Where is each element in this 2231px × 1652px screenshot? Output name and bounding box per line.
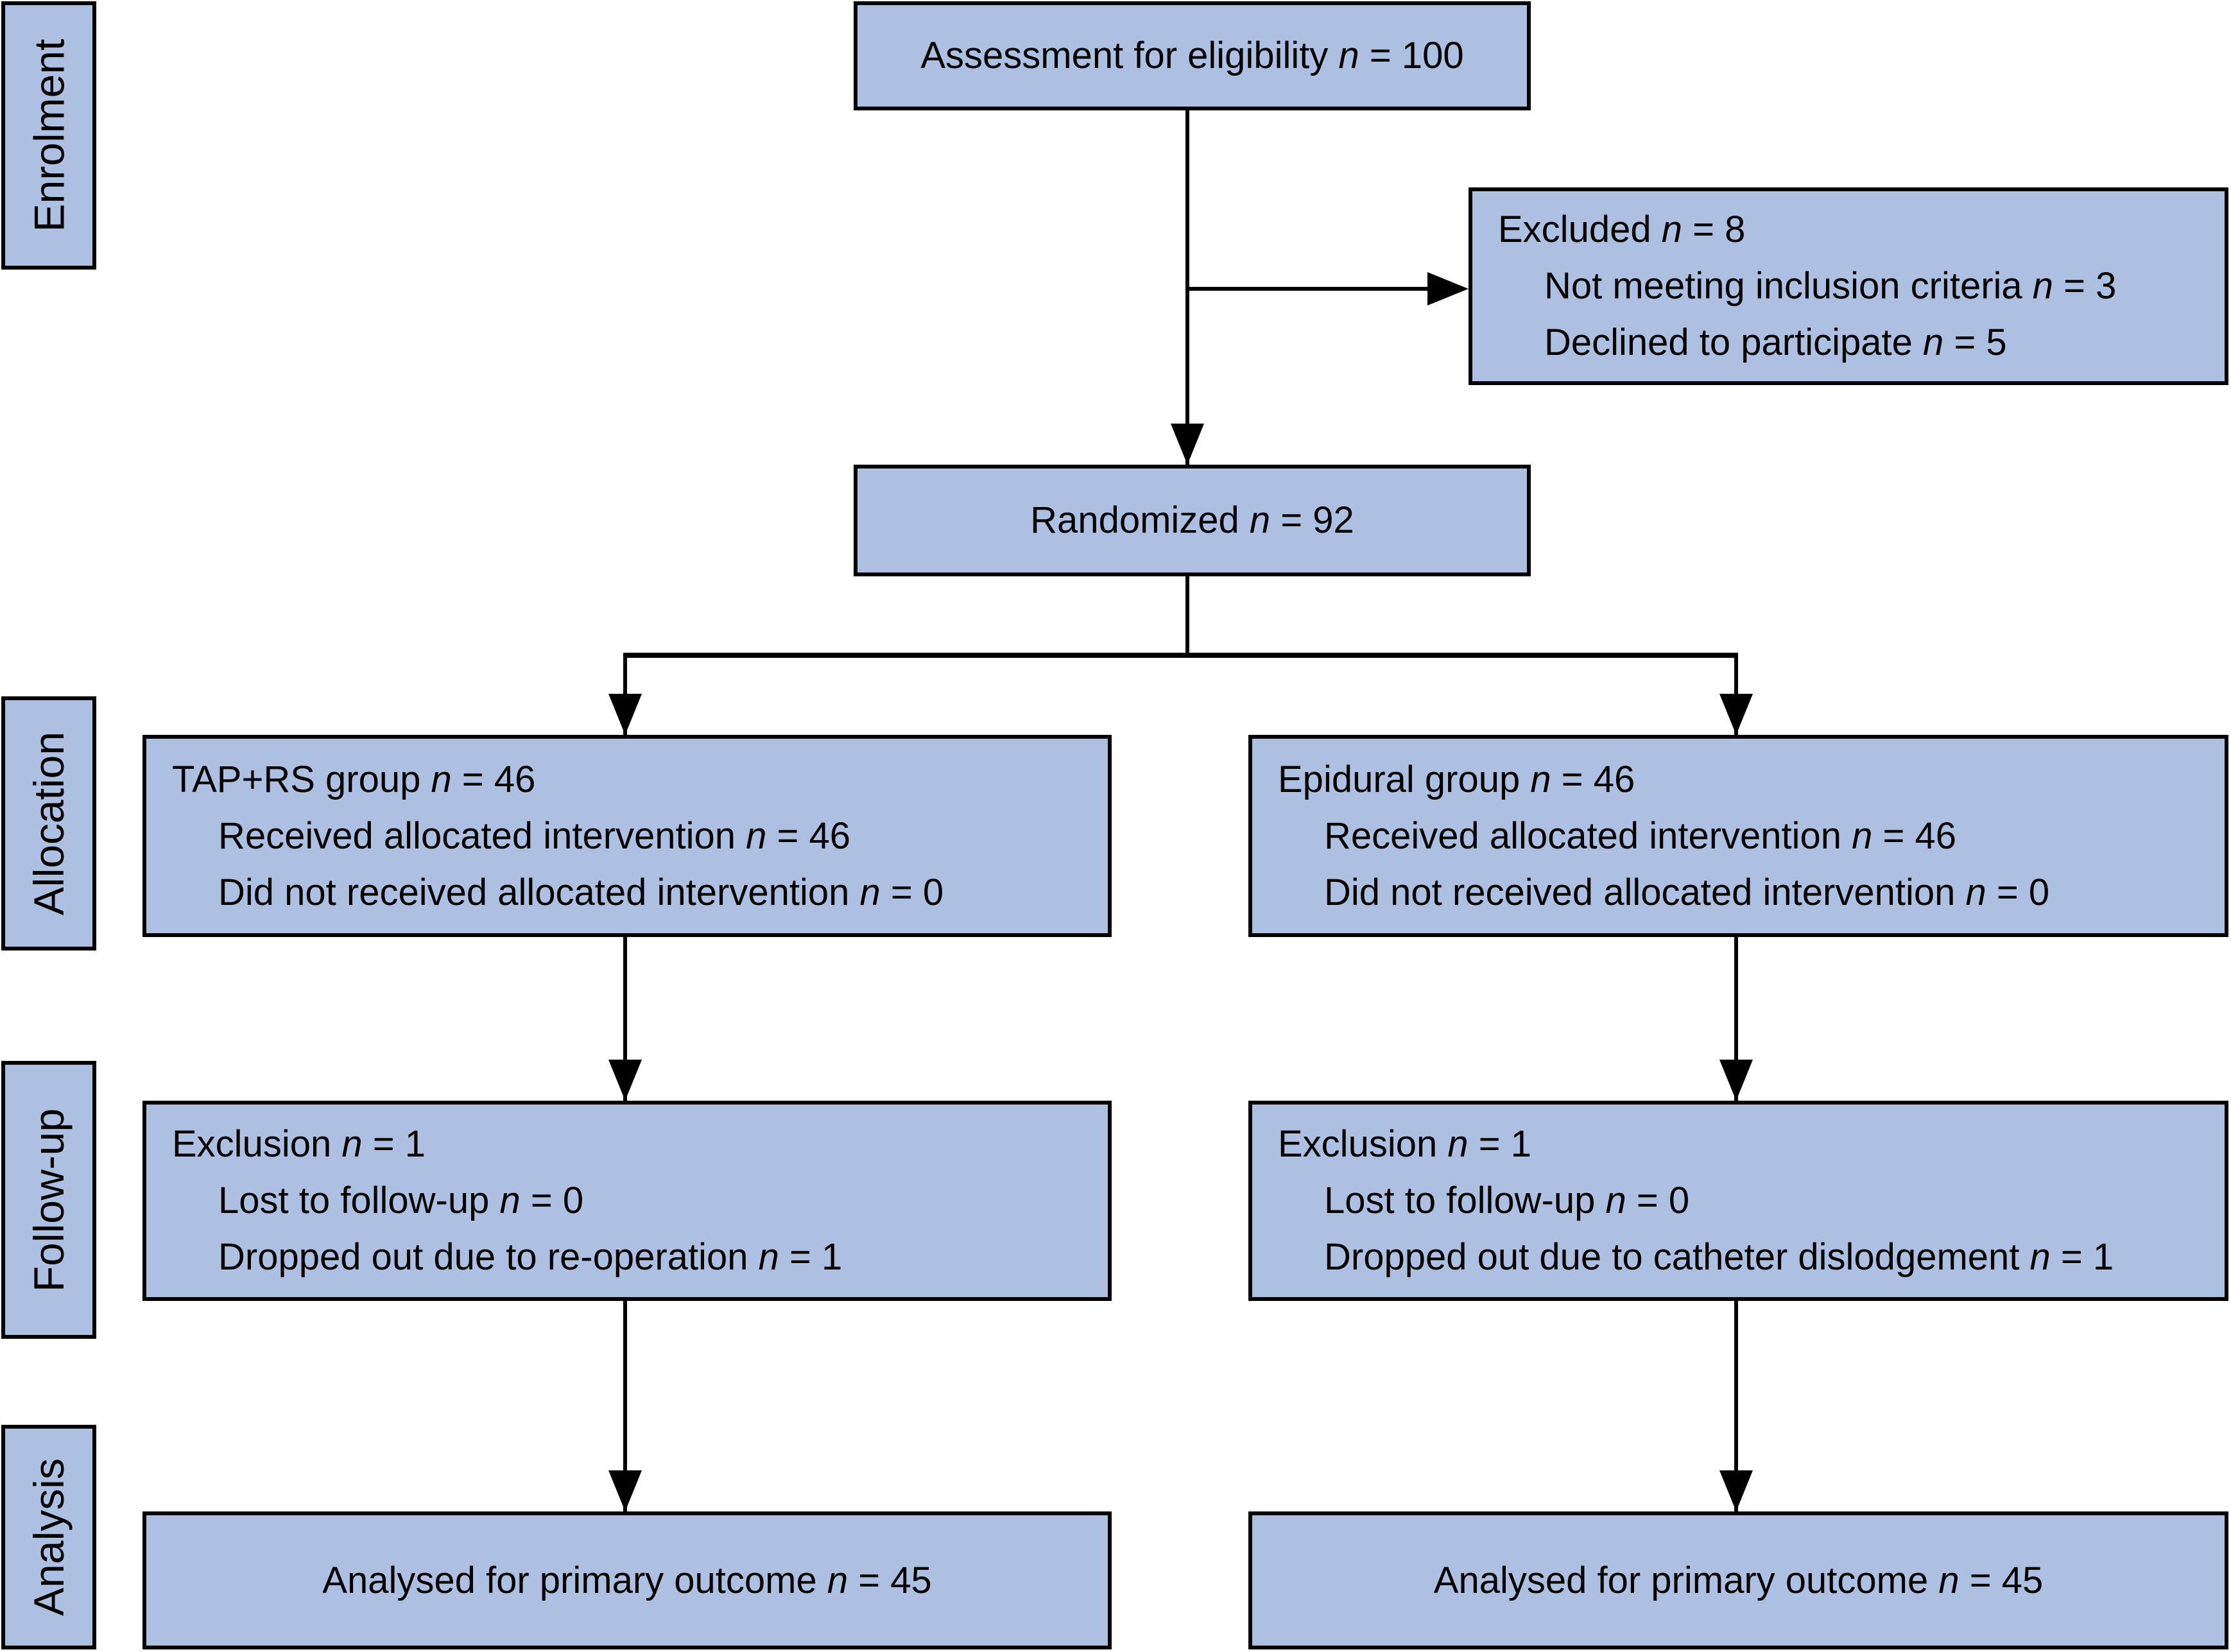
box-text-line: Exclusion n = 1: [1278, 1123, 1531, 1165]
connector-branch-excluded: [1187, 287, 1431, 291]
box-text-line: Did not received allocated intervention …: [1324, 871, 2050, 913]
stage-label-allocation-text: Allocation: [25, 731, 73, 916]
connector-split-horizontal: [623, 653, 1738, 658]
box-text-line: Dropped out due to re-operation n = 1: [218, 1236, 843, 1278]
flow-box-tap-rs-group: TAP+RS group n = 46 Received allocated in…: [142, 735, 1112, 937]
stage-label-enrolment: Enrolment: [1, 1, 96, 270]
connector-tap-rs-analysis: [623, 1301, 627, 1511]
flow-box-tap-rs-analysis: Analysed for primary outcome n = 45: [142, 1511, 1112, 1649]
box-text-line: Lost to follow-up n = 0: [1324, 1180, 1690, 1221]
connector-epidural-followup: [1734, 937, 1738, 1101]
box-text-line: Not meeting inclusion criteria n = 3: [1544, 265, 2117, 307]
box-text-line: Exclusion n = 1: [172, 1123, 426, 1165]
flow-box-epidural-analysis: Analysed for primary outcome n = 45: [1248, 1511, 2228, 1649]
flow-box-tap-rs-followup: Exclusion n = 1 Lost to follow-up n = 0 Dr…: [142, 1101, 1112, 1301]
box-text-line: Assessment for eligibility n = 100: [920, 35, 1464, 76]
arrowhead-down-tap-rs-followup-icon: [608, 1060, 642, 1101]
arrowhead-down-epidural-followup-icon: [1719, 1060, 1753, 1101]
connector-randomized-split: [1185, 576, 1189, 655]
connector-tap-rs-followup: [623, 937, 627, 1101]
connector-epidural-analysis: [1734, 1301, 1738, 1511]
box-text-line: Received allocated intervention n = 46: [218, 814, 851, 857]
arrowhead-down-tap-rs-group-icon: [608, 694, 642, 735]
box-text-line: Epidural group n = 46: [1278, 758, 1635, 800]
box-text-line: Excluded n = 8: [1498, 209, 1746, 250]
box-text-line: Analysed for primary outcome n = 45: [1433, 1559, 2044, 1601]
flow-box-randomized: Randomized n = 92: [854, 465, 1531, 576]
box-text-line: Analysed for primary outcome n = 45: [322, 1559, 932, 1601]
box-text-line: Declined to participate n = 5: [1544, 322, 2007, 363]
box-text-line: Lost to follow-up n = 0: [218, 1180, 584, 1221]
stage-label-follow-up-text: Follow-up: [25, 1108, 73, 1292]
stage-label-enrolment-text: Enrolment: [25, 39, 73, 232]
arrowhead-down-epidural-group-icon: [1719, 694, 1753, 735]
arrowhead-down-tap-rs-analysis-icon: [608, 1470, 642, 1511]
box-text-line: Dropped out due to catheter dislodgement…: [1324, 1236, 2114, 1278]
stage-label-follow-up: Follow-up: [1, 1061, 96, 1339]
arrowhead-right-excluded-icon: [1427, 272, 1469, 305]
stage-label-allocation: Allocation: [1, 696, 96, 951]
box-text-line: Received allocated intervention n = 46: [1324, 814, 1957, 857]
arrowhead-down-randomized-icon: [1171, 424, 1204, 465]
flow-box-epidural-followup: Exclusion n = 1 Lost to follow-up n = 0 Dr…: [1248, 1101, 2228, 1301]
box-text-line: Did not received allocated intervention …: [218, 871, 944, 913]
flow-box-epidural-group: Epidural group n = 46 Received allocated …: [1248, 735, 2228, 937]
arrowhead-down-epidural-analysis-icon: [1719, 1470, 1753, 1511]
stage-label-analysis-text: Analysis: [25, 1458, 73, 1616]
flow-box-excluded: Excluded n = 8 Not meeting inclusion crit…: [1469, 187, 2228, 385]
box-text-line: Randomized n = 92: [1030, 499, 1354, 541]
flow-box-assessment: Assessment for eligibility n = 100: [854, 1, 1531, 110]
stage-label-analysis: Analysis: [1, 1425, 96, 1649]
box-text-line: TAP+RS group n = 46: [172, 758, 536, 800]
